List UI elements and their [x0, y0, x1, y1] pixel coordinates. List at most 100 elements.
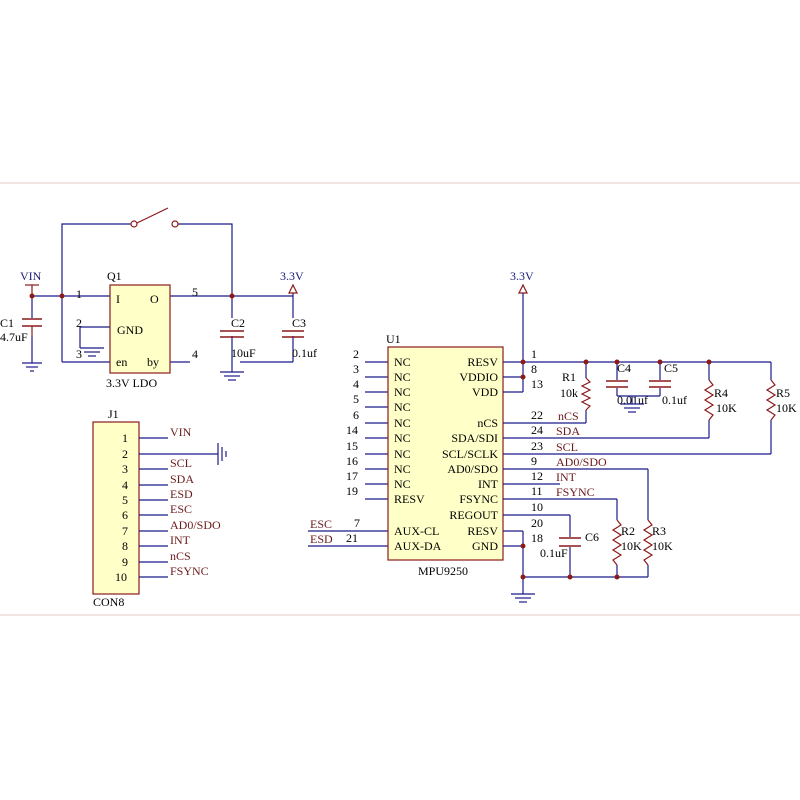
ic-left-pin-num: 19: [346, 484, 358, 498]
ic-left-pin-numbers: 2 3 4 5 6 14 15 16 17 19 7 21: [346, 347, 360, 545]
r1-resistor-icon: [580, 377, 592, 411]
r1-value: 10k: [560, 386, 578, 400]
c4-value: 0.01uf: [617, 393, 648, 407]
switch-contacts: [130, 207, 179, 228]
ldo-ref: Q1: [107, 269, 122, 283]
ic-left-pin-name: NC: [394, 462, 411, 476]
ic-ground-icon: [511, 593, 535, 603]
ldo-pin-num-2: 2: [76, 316, 82, 330]
ic-right-pin-name: SCL/SCLK: [442, 447, 498, 461]
ldo-pin-num-4: 4: [192, 347, 198, 361]
ic-left-pin-name: NC: [394, 400, 411, 414]
ldo-ground-icon: [80, 347, 104, 357]
ic-right-pin-name: VDD: [472, 385, 498, 399]
connector-net-label: ESC: [170, 502, 192, 516]
ldo-pin-o: O: [150, 292, 159, 306]
ldo-pin-num-3: 3: [76, 347, 82, 361]
ic-ref: U1: [386, 332, 401, 346]
connector-net-label: SDA: [170, 472, 194, 486]
ic-left-pin-name: NC: [394, 447, 411, 461]
ldo-pin-num-1: 1: [76, 287, 82, 301]
fsync-net-label: FSYNC: [556, 485, 595, 499]
ic-left-pin-name: NC: [394, 385, 411, 399]
connector-ref: J1: [108, 407, 119, 421]
connector-net-labels: VIN SCL SDA ESD ESC AD0/SDO INT nCS FSYN…: [170, 425, 221, 578]
c4-ref: C4: [617, 361, 631, 375]
ic-left-pin-name: NC: [394, 431, 411, 445]
int-net-label: INT: [556, 470, 577, 484]
r5-ref: R5: [776, 386, 790, 400]
c3-capacitor-icon: [282, 330, 304, 338]
ldo-wires: [31, 293, 294, 372]
r3-ref: R3: [652, 524, 666, 538]
ldo-junctions: [29, 293, 235, 299]
c1-ground-icon: [22, 362, 42, 372]
vin-label: VIN: [20, 269, 42, 283]
ic-left-pin-num: 15: [346, 439, 358, 453]
ic-right-pin-name: FSYNC: [459, 492, 498, 506]
connector-j1: J1 CON8 1 2 3 4 5 6 7 8: [92, 407, 227, 609]
ic-right-pin-name: REGOUT: [449, 508, 498, 522]
connector-body: [92, 421, 140, 595]
ic-right-net-labels: nCS SDA SCL AD0/SDO INT FSYNC: [556, 409, 607, 499]
c2-ground-icon: [220, 371, 244, 381]
ic-left-pin-names: NC NC NC NC NC NC NC NC NC RESV AUX-CL A…: [394, 355, 442, 553]
c5-capacitor-icon: [649, 380, 671, 388]
ic-right-pin-name: SDA/SDI: [451, 431, 498, 445]
r4-ref: R4: [714, 386, 728, 400]
ic-right-pin-name: INT: [478, 477, 499, 491]
ic-left-pin-name: AUX-CL: [394, 524, 439, 538]
sheet-frame: [0, 182, 800, 616]
v33-label-right: 3.3V: [510, 269, 534, 283]
ic-right-pin-num: 13: [531, 377, 543, 391]
ic-right-pin-num: 9: [531, 454, 537, 468]
ncs-net-label: nCS: [558, 409, 579, 423]
ldo-pin-en: en: [116, 355, 127, 369]
ic-left-pin-num: 7: [354, 516, 360, 530]
bypass-switch: [61, 223, 233, 296]
ic-right-pin-num: 18: [531, 531, 543, 545]
c1-value: 4.7uF: [0, 330, 28, 344]
c2-value: 10uF: [231, 346, 256, 360]
ic-right-wires: [503, 293, 772, 594]
r3-resistor-icon: [642, 519, 654, 566]
connector-net-label: SCL: [170, 456, 192, 470]
ic-name: MPU9250: [418, 564, 468, 578]
ic-right-junctions: [520, 359, 712, 580]
connector-net-label: ESD: [170, 487, 193, 501]
ic-right-pin-num: 23: [531, 439, 543, 453]
ic-right-pin-num: 12: [531, 469, 543, 483]
ic-left-pin-num: 2: [353, 347, 359, 361]
connector-pin-num: 5: [122, 493, 128, 507]
esd-net-label: ESD: [310, 532, 333, 546]
ldo-pin-num-5: 5: [192, 285, 198, 299]
c3-value: 0.1uf: [292, 346, 317, 360]
ic-left-pin-wires: [308, 361, 388, 547]
connector-net-label: nCS: [170, 549, 191, 563]
ic-right-pin-num: 1: [531, 347, 537, 361]
ic-left-pin-name: AUX-DA: [394, 539, 442, 553]
ic-left-pin-num: 14: [346, 423, 358, 437]
c1-capacitor-icon: [22, 318, 42, 336]
ic-left-pin-name: NC: [394, 370, 411, 384]
connector-net-label: VIN: [170, 425, 192, 439]
c2-ref: C2: [231, 316, 245, 330]
ic-left-pin-num: 17: [346, 469, 358, 483]
c4-capacitor-icon: [606, 380, 628, 388]
ic-left-pin-num: 5: [353, 392, 359, 406]
c3-ref: C3: [292, 316, 306, 330]
r1-ref: R1: [562, 370, 576, 384]
v33-power-icon-left: [288, 283, 298, 294]
r5-resistor-icon: [765, 379, 777, 421]
connector-net-label: AD0/SDO: [170, 518, 221, 532]
connector-pin-num: 1: [122, 431, 128, 445]
ic-left-pin-name: NC: [394, 416, 411, 430]
connector-pin-num: 9: [122, 555, 128, 569]
ic-right-pin-name: RESV: [467, 524, 498, 538]
ic-body: [387, 346, 504, 561]
c1-ref: C1: [0, 316, 14, 330]
ldo-body: [109, 284, 171, 374]
connector-pin-num: 7: [122, 524, 128, 538]
c6-ref: C6: [585, 530, 599, 544]
ic-left-pin-name: NC: [394, 355, 411, 369]
